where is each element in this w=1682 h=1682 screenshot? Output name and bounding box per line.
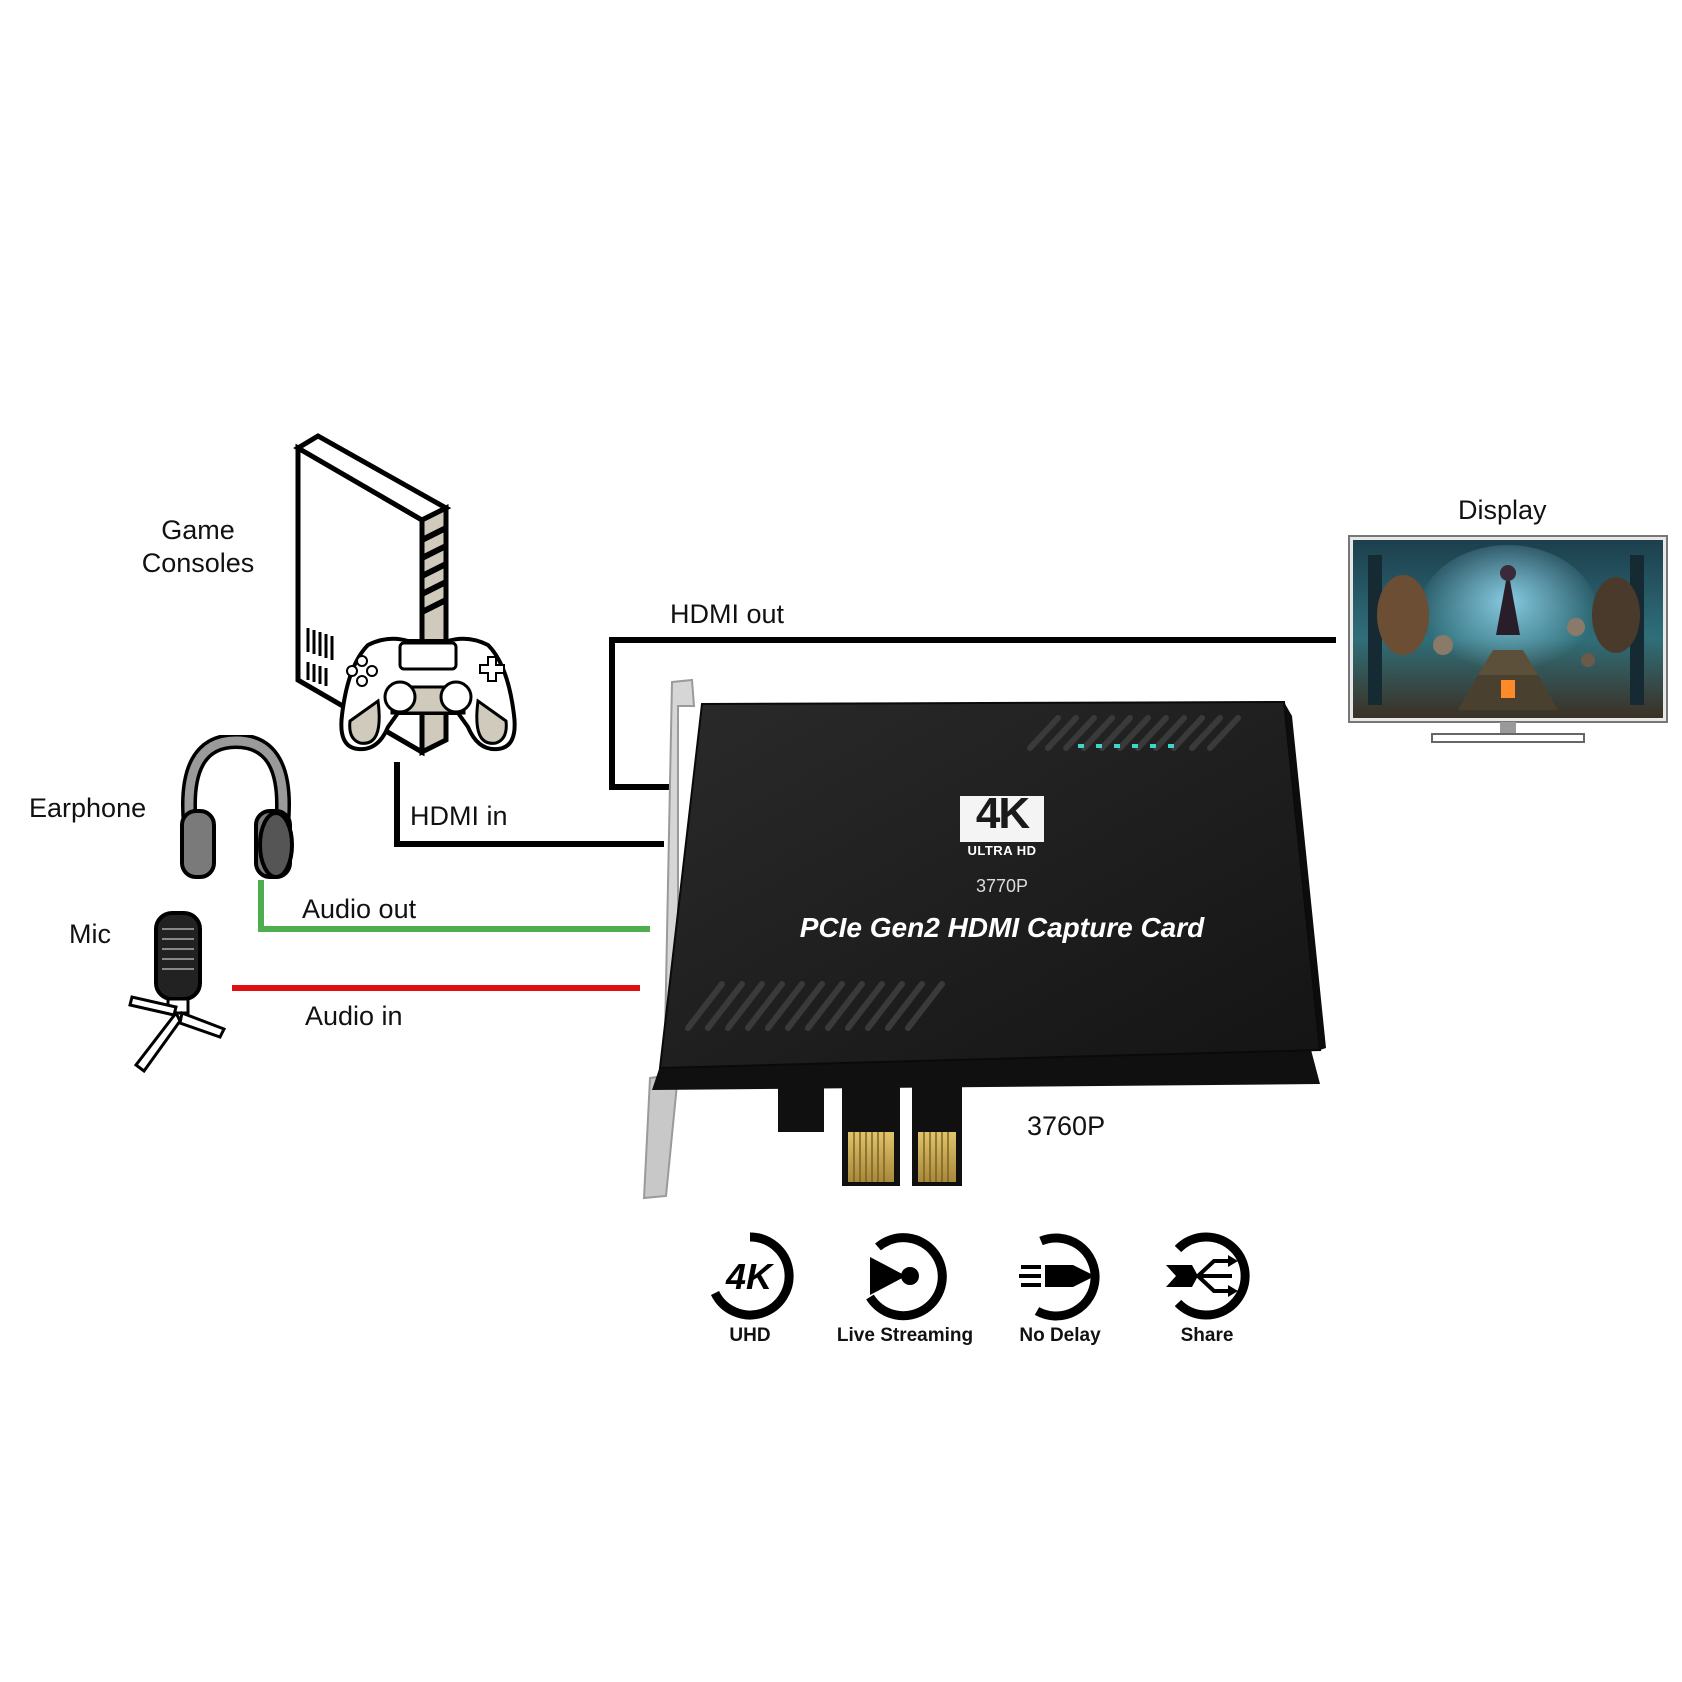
card-title: PCIe Gen2 HDMI Capture Card xyxy=(799,912,1205,943)
audio-out-cable-vertical xyxy=(258,880,264,932)
feature-share-label: Share xyxy=(1180,1325,1234,1346)
audio-in-cable xyxy=(232,985,640,991)
audio-in-label: Audio in xyxy=(305,1001,403,1031)
headphones-icon xyxy=(180,735,294,879)
game-console-icon xyxy=(293,433,452,757)
game-controller-icon xyxy=(339,636,517,752)
hdmi-out-label: HDMI out xyxy=(670,599,785,629)
feature-no-delay: No Delay xyxy=(985,1231,1135,1347)
uhd-4k-icon: 4K xyxy=(710,1232,794,1320)
feature-uhd: 4K UHD xyxy=(675,1231,825,1347)
no-delay-icon xyxy=(1019,1233,1100,1321)
feature-no-delay-label: No Delay xyxy=(1019,1325,1101,1346)
hdmi-out-cable-vertical xyxy=(609,637,615,790)
card-model-top: 3770P xyxy=(975,876,1029,896)
earphone-label: Earphone xyxy=(29,793,147,823)
share-icon xyxy=(1166,1232,1250,1320)
capture-card-image xyxy=(642,678,1326,1200)
microphone-icon xyxy=(128,911,227,1074)
display-label: Display xyxy=(1458,495,1547,525)
mic-label: Mic xyxy=(69,919,111,949)
live-streaming-icon xyxy=(866,1233,947,1321)
hdmi-in-label: HDMI in xyxy=(410,801,508,831)
audio-out-label: Audio out xyxy=(302,894,417,924)
card-ultra-hd-text: ULTRA HD xyxy=(967,843,1037,858)
audio-out-cable-horizontal xyxy=(258,926,650,932)
game-consoles-label: Game Consoles xyxy=(141,515,255,578)
hdmi-out-cable-top xyxy=(609,637,1336,643)
feature-live-streaming: Live Streaming xyxy=(830,1231,980,1347)
hdmi-out-cable-bottom xyxy=(609,784,669,790)
display-monitor-icon xyxy=(1348,535,1668,743)
feature-share: Share xyxy=(1132,1231,1282,1347)
svg-text:4K: 4K xyxy=(725,1256,775,1297)
model-side-label: 3760P xyxy=(1027,1111,1106,1141)
card-4k-logo: 4K xyxy=(975,789,1030,838)
feature-live-streaming-label: Live Streaming xyxy=(836,1325,974,1346)
hdmi-in-cable-vertical xyxy=(394,762,400,847)
feature-uhd-label: UHD xyxy=(729,1325,771,1346)
hdmi-in-cable-horizontal xyxy=(394,841,664,847)
